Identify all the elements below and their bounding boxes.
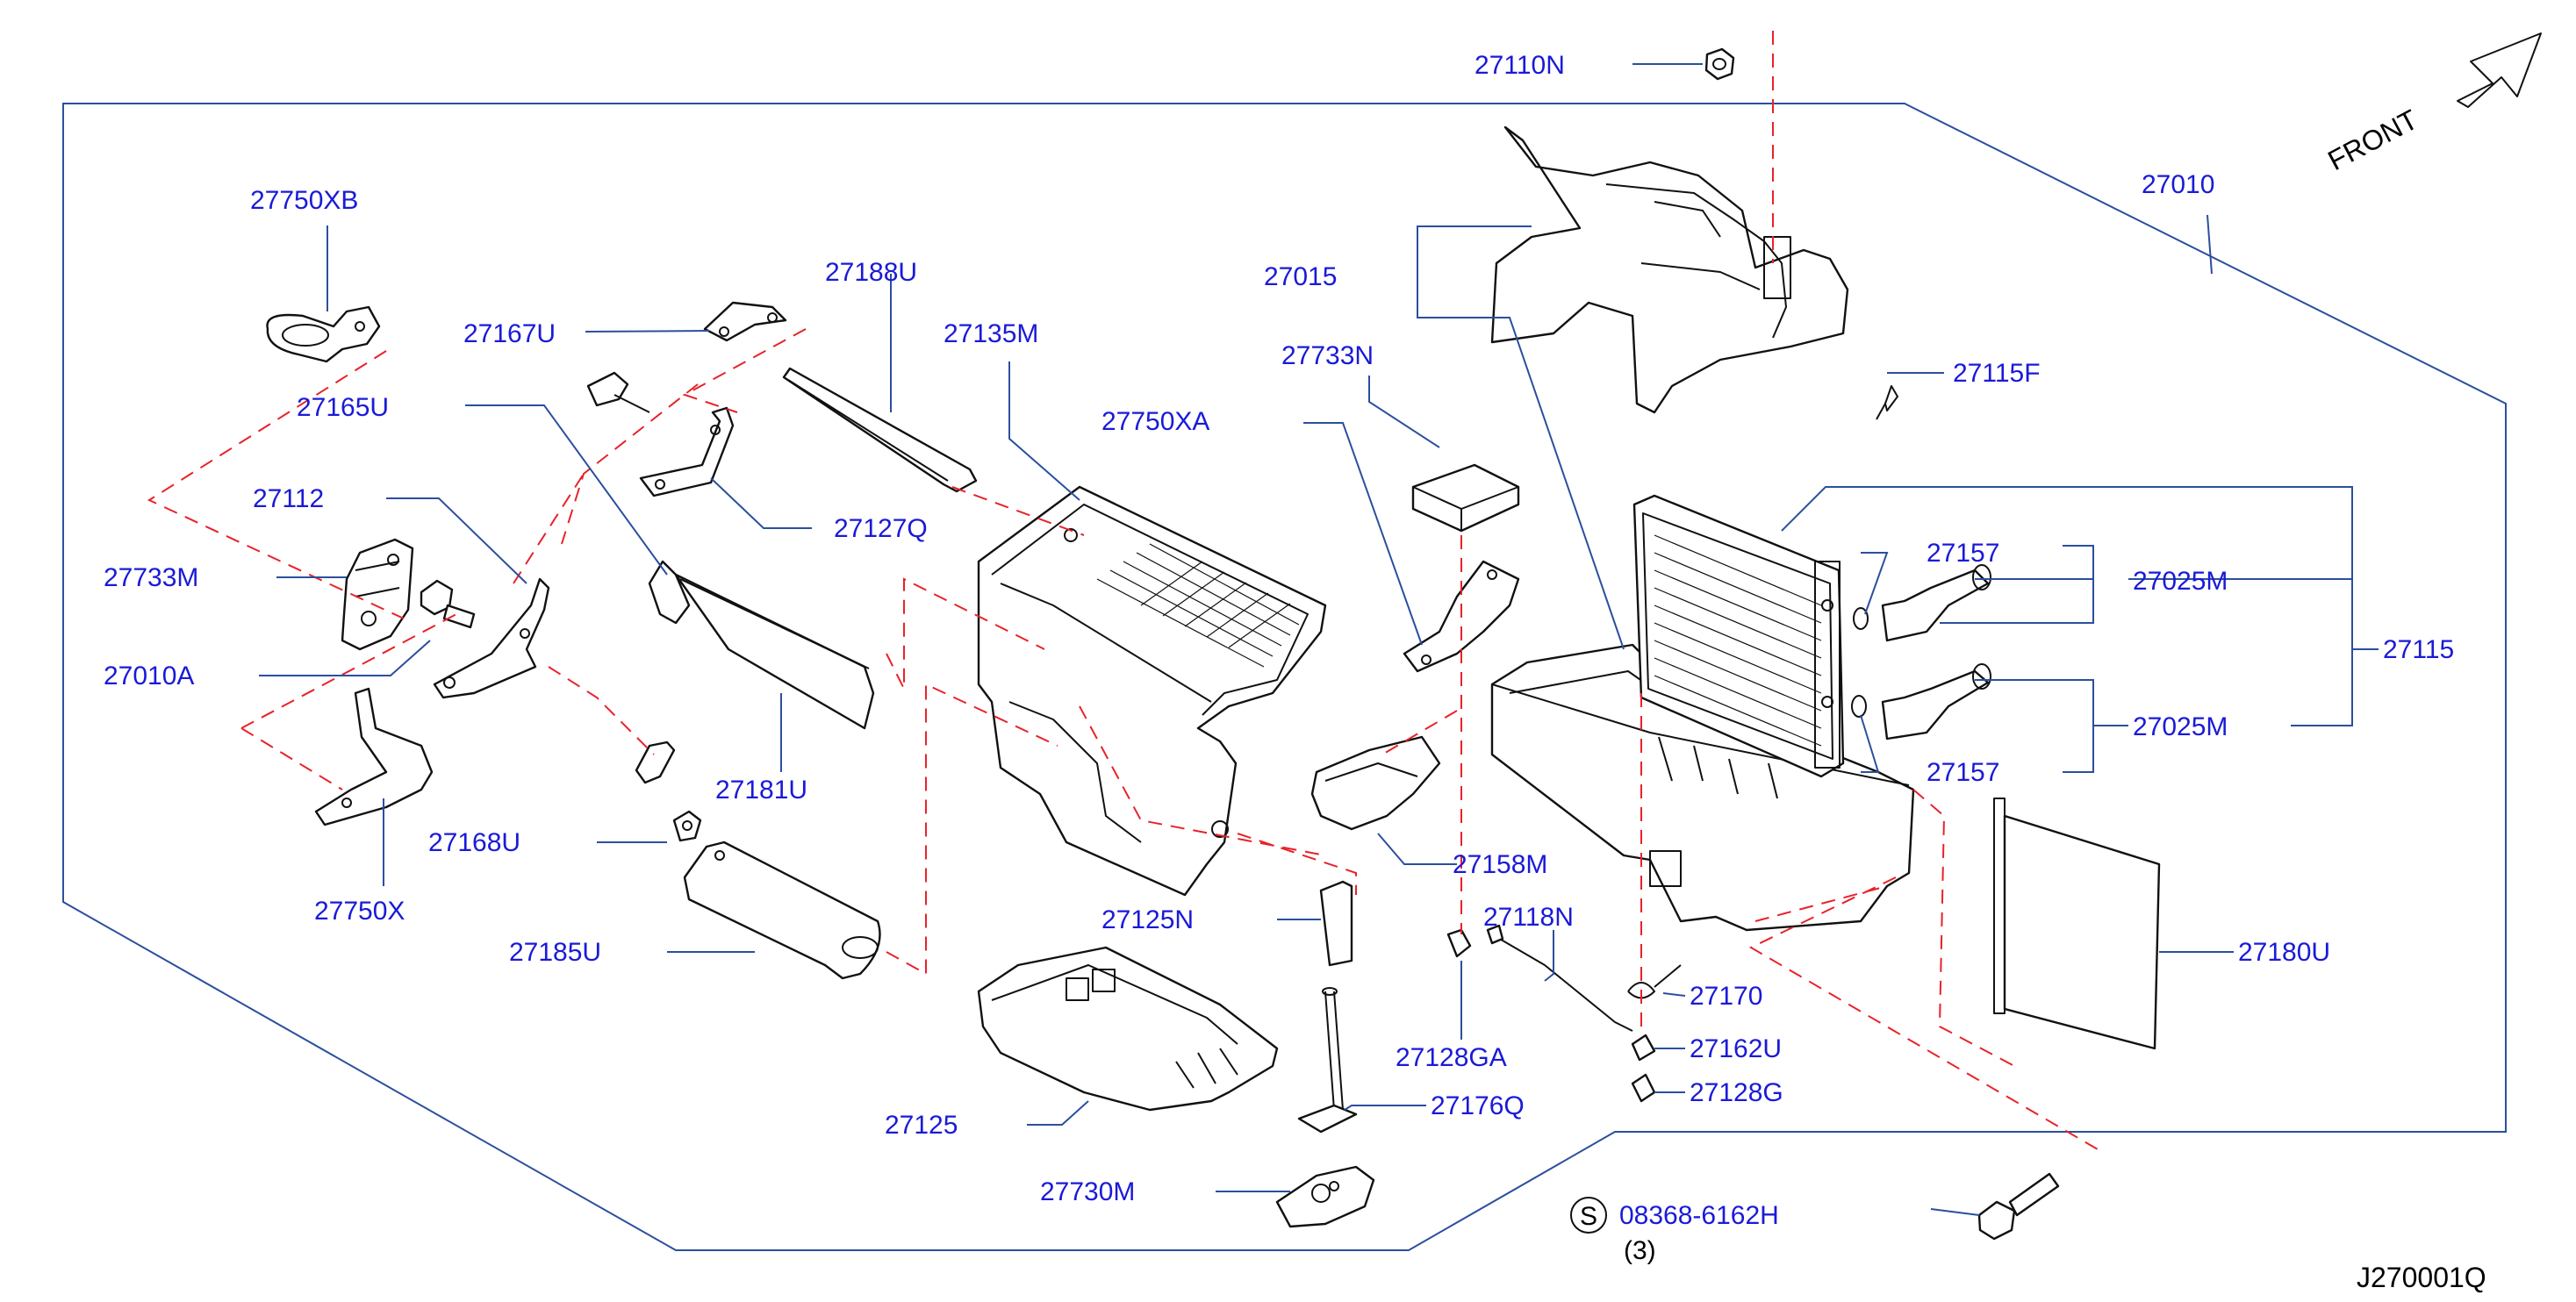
- label-27165u: 27165U: [297, 393, 389, 422]
- oring-27157-lower: [1851, 695, 1867, 718]
- label-27167u: 27167U: [463, 319, 556, 348]
- bracket-27750x: [314, 687, 434, 826]
- front-arrow-icon: [2457, 32, 2542, 108]
- label-27750x: 27750X: [314, 897, 405, 926]
- label-27115: 27115: [2383, 635, 2454, 664]
- label-27733n: 27733N: [1281, 341, 1374, 370]
- bolt-27010a: [420, 579, 476, 629]
- pipe-27025m-upper: [1881, 564, 1991, 642]
- label-27010: 27010: [2142, 170, 2214, 199]
- label-27110n: 27110N: [1475, 51, 1565, 80]
- filter-27180u: [1993, 798, 2161, 1050]
- label-27125n: 27125N: [1101, 905, 1194, 934]
- label-27180u: 27180U: [2238, 938, 2330, 967]
- label-27025m-lower: 27025M: [2133, 712, 2228, 741]
- door-27181u: [674, 573, 875, 730]
- housing-27135m: [977, 485, 1327, 897]
- bracket-27158m: [1310, 735, 1441, 831]
- upper-duct-27015: [1490, 125, 1849, 414]
- label-27185u: 27185U: [509, 938, 601, 967]
- screw-08368-6162h: [1977, 1172, 2060, 1241]
- label-27162u: 27162U: [1690, 1034, 1782, 1063]
- clip-27115f: [1876, 385, 1898, 420]
- module-27733n: [1411, 463, 1520, 533]
- front-label: FRONT: [2322, 104, 2422, 177]
- rod-27176q: [1297, 987, 1358, 1134]
- label-27010a: 27010A: [104, 662, 194, 690]
- lever-27127q: [586, 371, 735, 497]
- label-27733m: 27733M: [104, 563, 198, 592]
- label-27750xb: 27750XB: [250, 186, 358, 215]
- nut-27110n: [1704, 47, 1735, 81]
- label-27125: 27125: [885, 1111, 958, 1140]
- label-27135m: 27135M: [944, 319, 1038, 348]
- part-labels: 27750XB 27167U 27188U 27135M 27015 27110…: [104, 51, 2454, 1206]
- clip-27128g: [1631, 1073, 1656, 1103]
- screw-part-number: 08368-6162H: [1619, 1201, 1779, 1230]
- label-27025m-upper: 27025M: [2133, 567, 2228, 596]
- front-orientation: FRONT: [2322, 32, 2542, 177]
- rod-27118n: [1486, 924, 1633, 1032]
- label-27015: 27015: [1264, 262, 1337, 291]
- heater-core-27115: [1632, 494, 1845, 778]
- screw-note: S 08368-6162H (3): [1570, 1197, 1779, 1265]
- label-27158m: 27158M: [1453, 850, 1547, 879]
- label-27115f: 27115F: [1953, 359, 2041, 388]
- diagram-code: J270001Q: [2357, 1262, 2486, 1293]
- clamp-27750xb: [266, 305, 381, 363]
- label-27181u: 27181U: [715, 776, 807, 805]
- screw-quantity: (3): [1624, 1236, 1656, 1265]
- actuator-27733m: [341, 538, 414, 651]
- label-27128ga: 27128GA: [1396, 1043, 1507, 1072]
- label-27128g: 27128G: [1690, 1078, 1783, 1107]
- spring-27170: [1627, 964, 1682, 999]
- panel-27188u: [782, 367, 978, 493]
- label-27188u: 27188U: [825, 258, 917, 287]
- label-27157-lower: 27157: [1927, 758, 1999, 787]
- link-27168u: [635, 740, 676, 784]
- standard-part-symbol: [1570, 1197, 1607, 1234]
- label-27176q: 27176Q: [1431, 1091, 1525, 1120]
- bracket-27112: [433, 577, 550, 699]
- link-27167u: [703, 301, 787, 342]
- label-27750xa: 27750XA: [1101, 407, 1209, 436]
- pipe-27025m-lower: [1881, 663, 1991, 740]
- clip-27128ga: [1446, 928, 1472, 958]
- label-27730m: 27730M: [1040, 1177, 1135, 1206]
- lower-case-27125: [977, 946, 1279, 1112]
- label-27112: 27112: [253, 484, 324, 513]
- leader-lines: [259, 63, 2379, 1216]
- label-27127q: 27127Q: [834, 514, 928, 543]
- oring-27157-upper: [1853, 607, 1869, 630]
- label-27118n: 27118N: [1483, 903, 1574, 932]
- assembly-frame: [62, 103, 2507, 1251]
- cover-27125n: [1319, 880, 1353, 967]
- label-27170: 27170: [1690, 982, 1762, 1011]
- grommet-27168u: [672, 810, 702, 842]
- dashed-assembly-lines: [147, 31, 2099, 1150]
- cap-27162u: [1631, 1034, 1656, 1062]
- door-27185u: [683, 841, 881, 980]
- motor-27730m: [1275, 1165, 1375, 1228]
- plate-27165u: [648, 560, 691, 625]
- label-27157-upper: 27157: [1927, 539, 1999, 568]
- label-27168u: 27168U: [428, 828, 520, 857]
- standard-part-letter: S: [1580, 1202, 1597, 1231]
